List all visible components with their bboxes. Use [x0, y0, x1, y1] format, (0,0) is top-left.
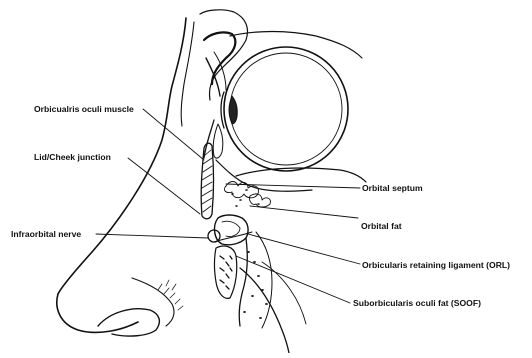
- leader-infraorbital: [96, 234, 208, 238]
- sinus-wall: [256, 232, 272, 328]
- soof-pad: [215, 246, 237, 298]
- nostril-hatching: [158, 280, 183, 310]
- cheek-outline: [240, 268, 289, 353]
- eyeball-outer: [224, 47, 348, 171]
- leader-orl: [248, 234, 360, 264]
- tarsal-plate: [213, 124, 223, 158]
- brow-fill: [204, 32, 235, 84]
- soof-texture: [220, 256, 232, 289]
- label-orbicularis-oculi: Orbicualris oculi muscle: [34, 104, 134, 114]
- maxilla-front: [239, 238, 247, 326]
- leader-orbital-septum: [226, 184, 360, 188]
- fat-dots-upper: [232, 190, 259, 206]
- eyeball-inner: [230, 53, 342, 165]
- label-orl: Orbicularis retaining ligament (ORL): [362, 260, 510, 270]
- label-orbital-septum: Orbital septum: [362, 183, 423, 193]
- ala-crease: [132, 278, 174, 326]
- label-orbital-fat: Orbital fat: [361, 221, 402, 231]
- label-infraorbital-nerve: Infraorbital nerve: [11, 229, 81, 239]
- iris-lens: [229, 96, 237, 124]
- leader-orbicularis: [143, 109, 204, 160]
- frontal-bone-outline: [200, 10, 248, 100]
- leader-orbital-fat: [250, 206, 358, 218]
- label-lid-cheek-junction: Lid/Cheek junction: [34, 152, 111, 162]
- orbicularis-muscle-shape: [201, 143, 213, 219]
- orbital-rim-inner: [222, 221, 240, 236]
- leader-lid-cheek: [128, 158, 200, 214]
- cheek-outline-lower: [262, 262, 306, 324]
- orbital-floor: [236, 168, 366, 182]
- label-soof: Suborbicularis oculi fat (SOOF): [353, 298, 481, 308]
